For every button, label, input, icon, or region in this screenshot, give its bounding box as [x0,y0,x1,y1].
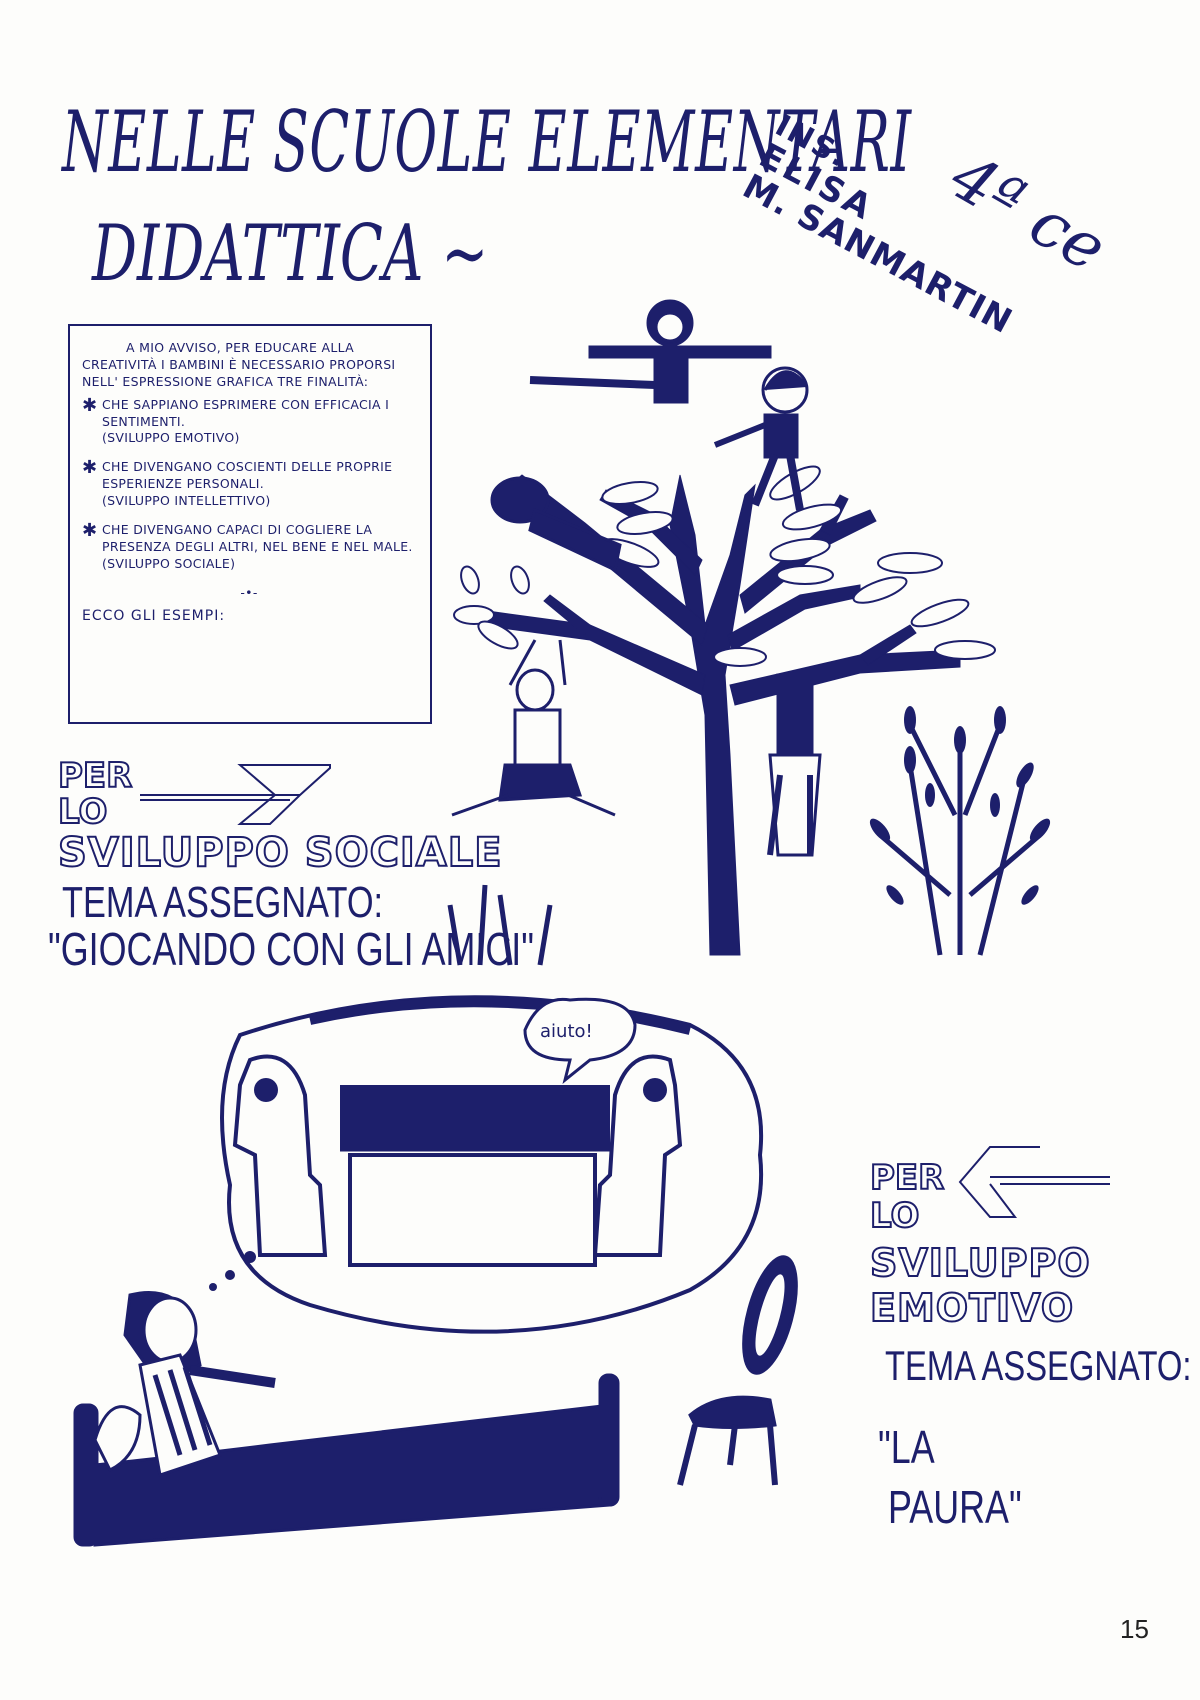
aim-item: ✱ che divengano capaci di cogliere la pr… [82,519,416,573]
intro-paragraph: A mio avviso, per educare alla creativit… [82,340,396,389]
aim-item: ✱ che divengano coscienti delle proprie … [82,459,416,510]
asterisk-icon: ✱ [82,394,98,416]
asterisk-icon: ✱ [82,457,98,479]
examples-label: Ecco gli Esempi: [82,608,226,625]
aim-text: che divengano capaci di cogliere la pres… [102,521,413,554]
drawing-fear-dream: aiuto! [73,995,798,1547]
section-emotional-tema-label: TEMA ASSEGNATO: [885,1342,1192,1389]
aim-text: che sappiano esprimere con efficacia i s… [102,396,390,429]
section-emotional-name-line2: EMOTIVO [869,1286,1075,1330]
section-emotional-lo: LO [869,1196,920,1236]
section-emotional-theme-line1: "LA [878,1421,935,1473]
separator: -•- [240,584,258,600]
page-title: NELLE SCUOLE ELEMENTARI [62,93,912,191]
aim-text: che divengano coscienti delle proprie es… [102,459,393,492]
aim-area: (Sviluppo Intellettivo) [102,493,271,508]
section-social-tema-label: TEMA ASSEGNATO: [62,878,384,927]
page-number: 15 [1120,1614,1149,1644]
section-emotional-theme-line2: PAURA" [888,1481,1022,1533]
section-social-name: SVILUPPO SOCIALE [57,830,503,876]
drawing-tree-children [447,299,1051,966]
section-emotional-per: PER [869,1158,945,1198]
aim-area: (Sviluppo Sociale) [102,555,236,571]
arrow-right-icon [140,764,331,825]
asterisk-icon: ✱ [82,519,98,541]
page-subtitle: DIDATTICA ~ [92,209,489,299]
speech-bubble-text: aiuto! [540,1021,593,1042]
aim-item: ✱ che sappiano esprimere con efficacia i… [82,394,416,448]
aim-area: (Sviluppo Emotivo) [102,430,240,446]
section-social-per: PER [57,756,133,796]
section-social-lo: LO [57,792,108,832]
intro-box: A mio avviso, per educare alla creativit… [68,324,432,724]
arrow-left-icon [958,1146,1110,1218]
section-emotional-name-line1: SVILUPPO [869,1241,1091,1285]
